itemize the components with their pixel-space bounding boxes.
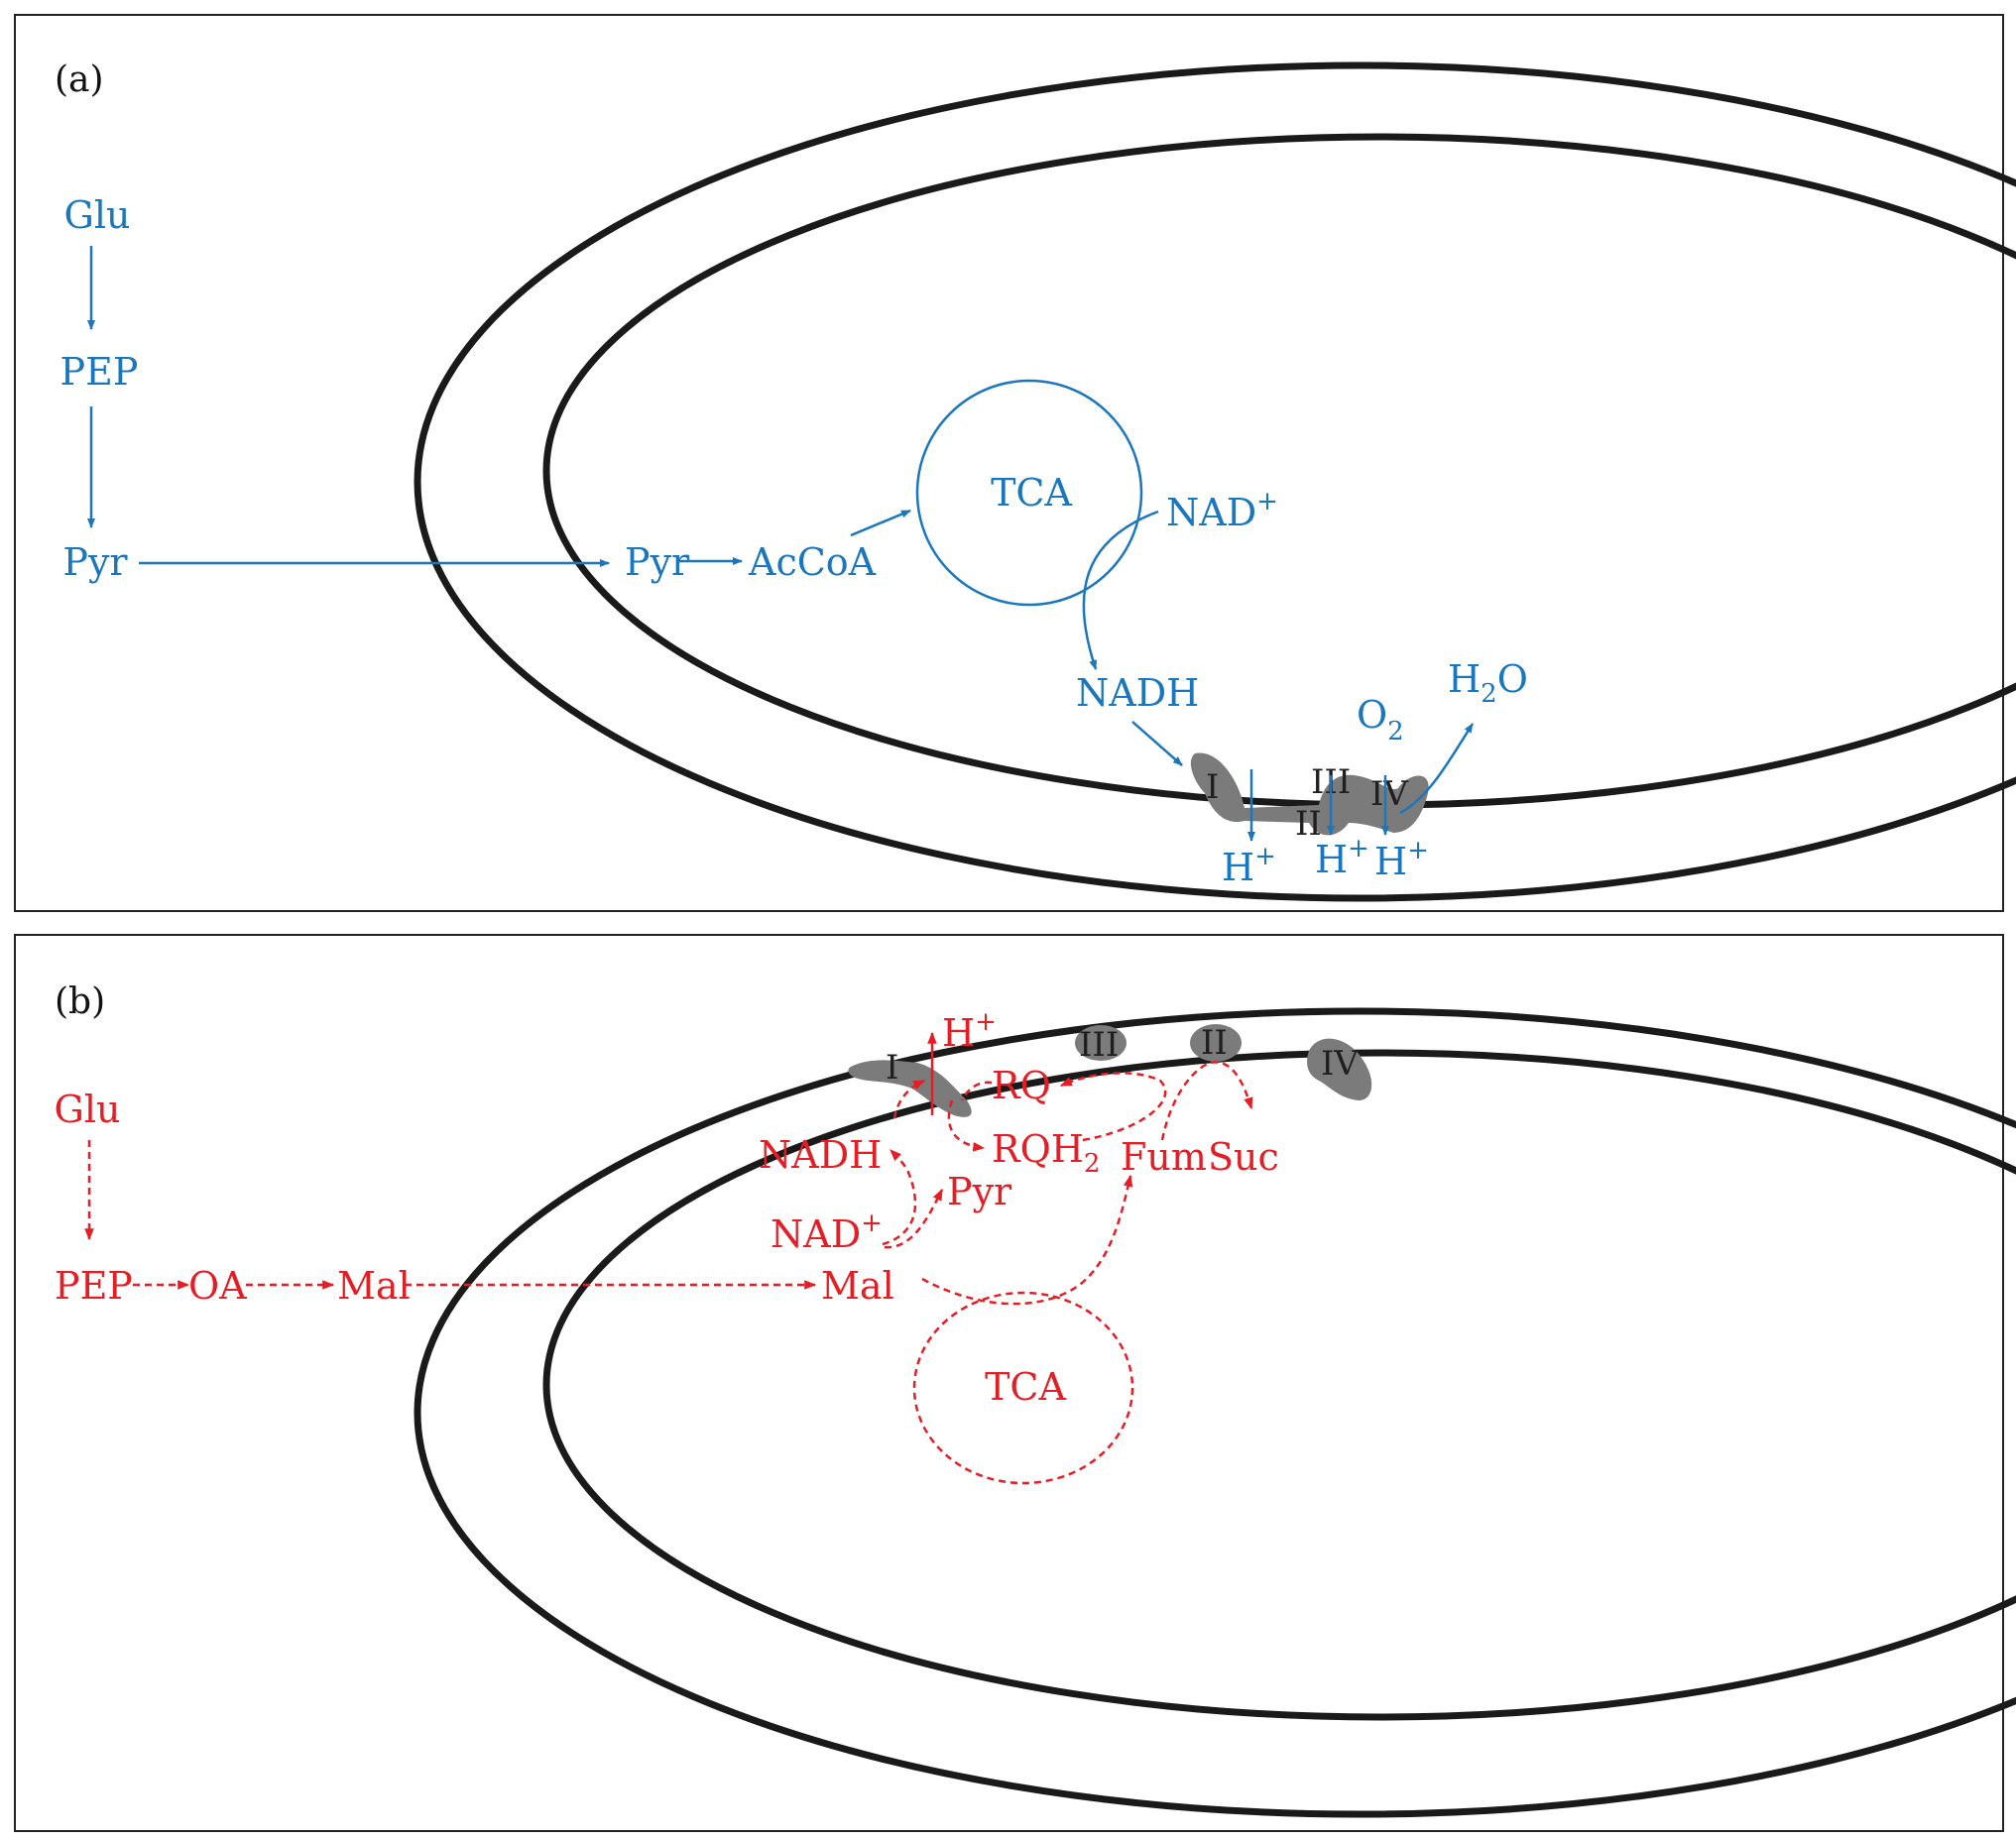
panel-b: (b) I III II IV xyxy=(14,934,2016,1832)
arrow-nad-pyr xyxy=(884,1188,944,1249)
nad-charge: + xyxy=(1256,487,1278,517)
panel-b-frame xyxy=(14,934,2004,1832)
pyr-label-b: Pyr xyxy=(947,1170,1012,1213)
pyr-inside-label-a: Pyr xyxy=(625,540,690,584)
complex-i-label: I xyxy=(1206,767,1219,807)
tca-label-a: TCA xyxy=(991,471,1072,515)
rq-label-b: RQ xyxy=(992,1064,1051,1107)
proton-h: H xyxy=(1315,838,1348,881)
arrow-complex-i-rqh2 xyxy=(947,1099,986,1152)
respiratory-chain-b: I III II IV xyxy=(848,1023,1372,1117)
arrow-fum-complex-ii xyxy=(1160,1061,1253,1141)
h2o-subscript: 2 xyxy=(1481,679,1497,709)
glu-label-b: Glu xyxy=(55,1088,121,1131)
complex-iv-blob xyxy=(1307,1038,1372,1100)
respiratory-chain-a: I II III IV xyxy=(1190,752,1429,844)
outer-membrane xyxy=(414,1007,2016,1818)
proton-h: H xyxy=(942,1011,975,1055)
h2o-o: O xyxy=(1497,657,1528,701)
nad-label-a: NAD+ xyxy=(1166,487,1278,534)
tca-cycle-a xyxy=(915,379,1143,607)
fum-label-b: Fum xyxy=(1121,1135,1207,1179)
panel-a-label: (a) xyxy=(55,59,104,100)
o2-label-a: O2 xyxy=(1357,693,1404,747)
proton-charge: + xyxy=(975,1007,997,1037)
proton-charge: + xyxy=(1407,836,1429,865)
proton-label-a-3: H+ xyxy=(1374,836,1429,883)
o2-text: O xyxy=(1357,693,1387,737)
arrow-o2-h2o xyxy=(1399,723,1475,815)
arrows-a xyxy=(87,246,1475,842)
rqh2-label-b: RQH2 xyxy=(992,1127,1100,1179)
nad-label-b: NAD+ xyxy=(771,1208,883,1256)
accoa-label-a: AcCoA xyxy=(748,540,877,584)
proton-label-a-1: H+ xyxy=(1222,842,1276,889)
arrow-accoa-tca xyxy=(850,509,911,537)
proton-h: H xyxy=(1222,846,1254,889)
tca-cycle-b xyxy=(912,1291,1134,1485)
complex-iv-label: IV xyxy=(1321,1044,1360,1084)
h2o-h: H xyxy=(1448,657,1481,701)
inner-membrane xyxy=(542,133,2016,809)
pep-label-b: PEP xyxy=(55,1264,133,1308)
o2-subscript: 2 xyxy=(1387,717,1404,747)
glu-label-a: Glu xyxy=(64,193,131,237)
complex-iii-label: III xyxy=(1079,1025,1119,1065)
arrow-nad-nadh xyxy=(1082,510,1159,670)
mal-inside-label-b: Mal xyxy=(821,1264,894,1308)
pyr-outside-label-a: Pyr xyxy=(62,540,128,584)
complex-i-label: I xyxy=(886,1048,898,1088)
arrow-nadh-complex-i xyxy=(1131,721,1183,766)
nadh-label-a: NADH xyxy=(1076,671,1199,715)
arrows-b xyxy=(84,1061,1253,1306)
pep-label-a: PEP xyxy=(60,350,139,394)
nad-charge: + xyxy=(861,1208,883,1238)
suc-label-b: Suc xyxy=(1208,1135,1279,1179)
complex-ii-blob xyxy=(1190,1024,1242,1062)
panel-b-label: (b) xyxy=(55,981,105,1022)
complex-iii-blob xyxy=(1075,1025,1127,1061)
panel-a-frame xyxy=(14,14,2004,912)
oa-label-b: OA xyxy=(188,1264,247,1308)
arrow-mal-fum xyxy=(921,1174,1133,1306)
proton-charge: + xyxy=(1348,834,1369,863)
nad-text: NAD xyxy=(1166,491,1256,534)
h2o-label-a: H2O xyxy=(1448,657,1528,709)
arrow-rq-complex-i xyxy=(960,1081,993,1101)
complex-i-blob xyxy=(848,1060,972,1117)
arrow-nad-nadh xyxy=(882,1149,917,1246)
outer-membrane xyxy=(414,61,2016,902)
nadh-label-b: NADH xyxy=(759,1133,882,1177)
tca-label-b: TCA xyxy=(985,1365,1066,1409)
complex-iv-label: IV xyxy=(1370,774,1409,814)
panel-a: (a) I II III IV Glu xyxy=(14,14,2016,912)
rqh2-subscript: 2 xyxy=(1084,1149,1101,1179)
complex-ii-label: II xyxy=(1201,1023,1228,1063)
arrow-nadh-complex-i xyxy=(892,1079,926,1119)
proton-label-a-2: H+ xyxy=(1315,834,1369,881)
rqh2-text: RQH xyxy=(992,1127,1084,1171)
mal-outside-label-b: Mal xyxy=(337,1264,411,1308)
complex-ii-label: II xyxy=(1295,804,1322,844)
proton-label-b: H+ xyxy=(942,1007,997,1055)
nad-text: NAD xyxy=(771,1212,861,1256)
proton-charge: + xyxy=(1254,842,1276,871)
arrow-fum-rq xyxy=(1059,1072,1167,1142)
proton-h: H xyxy=(1374,840,1407,883)
inner-membrane xyxy=(542,1049,2016,1721)
